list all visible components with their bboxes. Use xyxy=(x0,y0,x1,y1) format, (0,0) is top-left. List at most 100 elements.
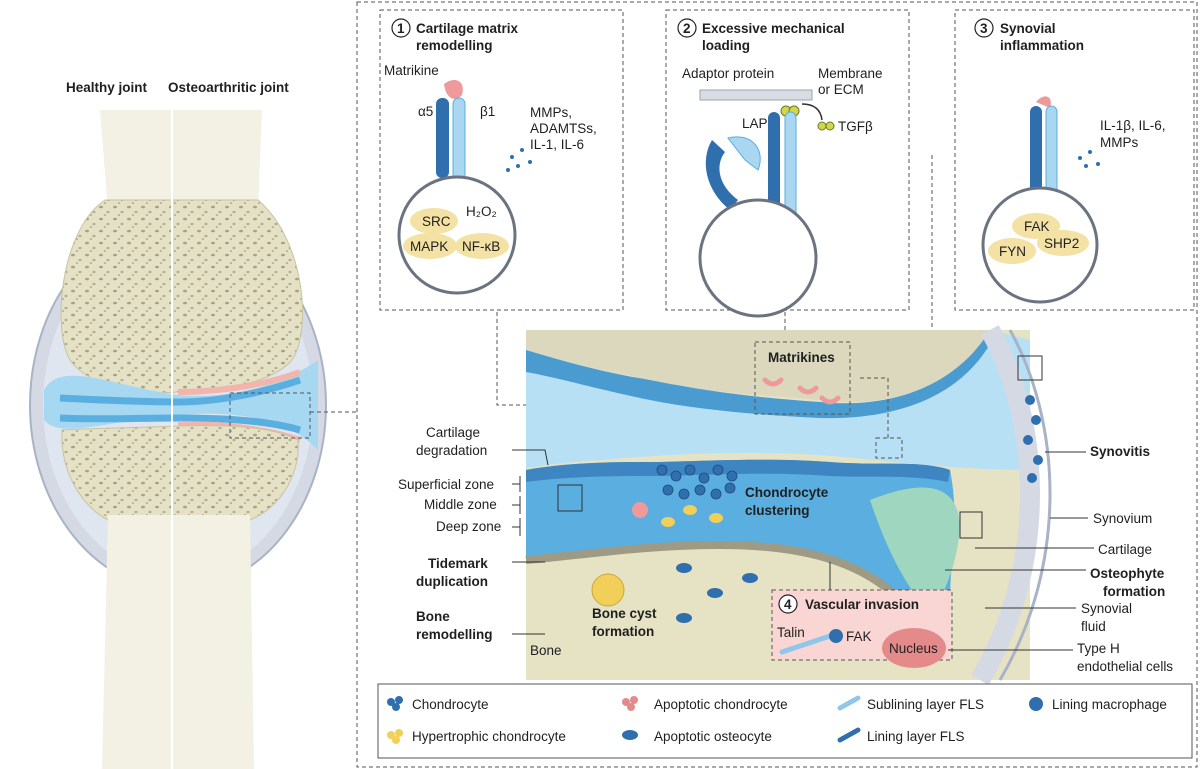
cell-membrane-2 xyxy=(698,198,818,318)
synovitis-label: Synovitis xyxy=(1090,444,1150,459)
beta1-label: β1 xyxy=(480,104,495,119)
mediators-line2: ADAMTSs, xyxy=(530,121,597,136)
lap-label: LAP xyxy=(742,116,768,131)
integrin-alpha-synovial xyxy=(1030,106,1042,194)
panel-3-number: 3 xyxy=(980,21,988,36)
bone-label: Bone xyxy=(530,643,562,658)
src-label: SRC xyxy=(422,214,451,229)
panel-2-title-line1: Excessive mechanical xyxy=(702,21,845,36)
mapk-kinase xyxy=(403,233,457,259)
nfkb-label: NF-κB xyxy=(462,239,500,254)
apoptotic-chondrocytes xyxy=(632,502,648,518)
osteophyte-line2: formation xyxy=(1103,584,1165,599)
integrin-beta-synovial xyxy=(1045,105,1058,199)
fak-label-panel4: FAK xyxy=(846,629,872,644)
panel-1-title-line1: Cartilage matrix xyxy=(416,21,519,36)
upper-bone-shaft xyxy=(100,110,262,210)
matrikine-icon xyxy=(444,79,463,99)
panel-2-number: 2 xyxy=(683,21,691,36)
panel-cartilage-remodelling: 1 Cartilage matrix remodelling Matrikine… xyxy=(379,9,624,311)
talin-label: Talin xyxy=(777,625,805,640)
panel-2-number-badge xyxy=(677,18,697,38)
panel-mechanical-loading: 2 Excessive mechanical loading Adaptor p… xyxy=(665,9,910,318)
legend-label: Sublining layer FLS xyxy=(867,697,984,712)
synovial-mediators-line1: IL-1β, IL-6, xyxy=(1100,118,1166,133)
legend-item-lining-macrophage: Lining macrophage xyxy=(1029,697,1167,712)
bone-cyst xyxy=(591,573,625,607)
cell-membrane-1 xyxy=(397,175,517,295)
synovial-mediator-dots xyxy=(1078,150,1100,168)
legend-label: Apoptotic chondrocyte xyxy=(654,697,788,712)
upper-cartilage-surface xyxy=(526,330,995,419)
nfkb-factor xyxy=(455,233,509,259)
oa-joint-label: Osteoarthritic joint xyxy=(168,80,289,95)
type-h-line2: endothelial cells xyxy=(1077,659,1173,674)
legend-label: Lining layer FLS xyxy=(867,729,965,744)
panel-3-frame xyxy=(954,9,1195,311)
panel1-zoom-box xyxy=(557,484,583,512)
right-side-labels: Synovitis Synovium Cartilage Osteophyte … xyxy=(945,444,1173,674)
upper-bone xyxy=(526,330,990,402)
middle-zone-bracket xyxy=(512,496,521,514)
synovitis-macrophages xyxy=(1023,395,1043,483)
zoom-box xyxy=(229,392,311,439)
osteophyte xyxy=(870,487,960,615)
chondrocyte-cluster xyxy=(656,464,738,500)
panel-3-title-line1: Synovial xyxy=(1000,21,1056,36)
fyn-label: FYN xyxy=(999,244,1026,259)
deep-zone-bracket xyxy=(512,518,521,536)
middle-zone-label: Middle zone xyxy=(424,497,497,512)
matrikine-fragment-1 xyxy=(762,377,784,387)
tidemark-line1: Tidemark xyxy=(428,556,488,571)
panel-2-frame xyxy=(665,9,910,311)
matrikines-zoom-box xyxy=(875,437,903,459)
lower-bone-head xyxy=(61,425,299,521)
cartilage-degradation-leader xyxy=(512,449,549,466)
fyn-kinase xyxy=(988,238,1036,264)
superficial-zone-label: Superficial zone xyxy=(398,477,494,492)
upper-bone-head xyxy=(60,199,304,394)
panel-4-number-badge xyxy=(778,594,798,614)
tgfb-icon-2 xyxy=(825,121,835,131)
cartilage-label: Cartilage xyxy=(1098,542,1152,557)
bone-cyst-line1: Bone cyst xyxy=(592,606,657,621)
panel-synovial-inflammation: 3 Synovial inflammation IL-1β, IL-6, MMP… xyxy=(954,9,1195,311)
osteophyte-line1: Osteophyte xyxy=(1090,566,1165,581)
lining-macrophage-icon xyxy=(1029,697,1043,711)
legend-label: Lining macrophage xyxy=(1052,697,1167,712)
lower-bone-shaft xyxy=(102,515,254,769)
cartilage-degradation-line2: degradation xyxy=(416,443,487,458)
src-kinase xyxy=(410,208,458,234)
legend-item-apoptotic-osteocyte: Apoptotic osteocyte xyxy=(622,729,772,744)
sublining-fls-icon xyxy=(837,695,861,711)
membrane-label-line2: or ECM xyxy=(818,82,864,97)
mapk-label: MAPK xyxy=(410,239,448,254)
secreted-mediator-dots xyxy=(506,148,532,172)
type-h-line1: Type H xyxy=(1077,641,1120,656)
chondrocyte-clustering-line2: clustering xyxy=(745,503,810,518)
membrane-ecm-bar xyxy=(699,89,813,101)
shp2-label: SHP2 xyxy=(1044,236,1079,251)
membrane-label-line1: Membrane xyxy=(818,66,883,81)
legend-item-hypertrophic-chondrocyte: Hypertrophic chondrocyte xyxy=(387,729,566,744)
apoptotic-osteocytes xyxy=(676,563,758,623)
matrikines-connector xyxy=(860,377,889,438)
panel-3-number-badge xyxy=(974,18,994,38)
integrin-alpha5 xyxy=(436,98,449,178)
nucleus-icon xyxy=(882,628,946,668)
tgfb-icon xyxy=(817,121,827,131)
integrin-beta1 xyxy=(452,97,466,189)
lining-fls-icon xyxy=(837,727,861,743)
oa-upper-damage xyxy=(177,369,302,395)
panel-3-title-line2: inflammation xyxy=(1000,38,1084,53)
hypertrophic-chondrocyte-icon xyxy=(387,729,403,744)
bone-remodelling-line2: remodelling xyxy=(416,627,493,642)
apoptotic-chondrocyte-icon xyxy=(622,696,638,711)
legend-item-sublining-fls: Sublining layer FLS xyxy=(837,695,984,712)
matrikine-fragment-2 xyxy=(797,385,819,395)
panel-4-number: 4 xyxy=(784,597,792,612)
fak-icon xyxy=(829,629,843,643)
release-arrow-icon xyxy=(801,103,823,121)
mediators-line1: MMPs, xyxy=(530,105,572,120)
h2o2-label: H₂O₂ xyxy=(466,204,497,219)
